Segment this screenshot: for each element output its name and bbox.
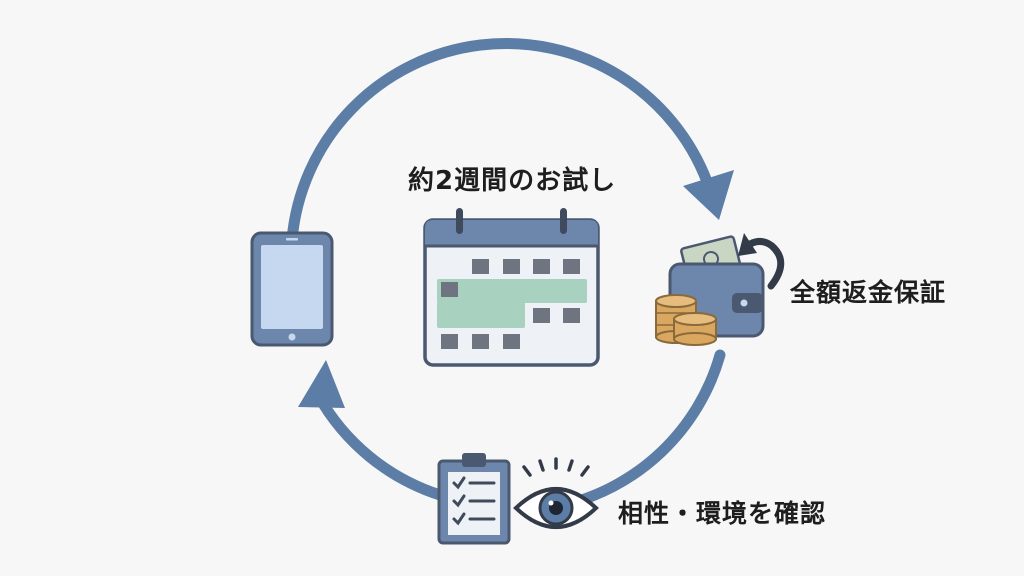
calendar-highlight-band [437,279,587,303]
tablet-icon [250,231,334,347]
clipboard-checklist-icon [437,453,511,545]
cycle-arc-left [312,389,446,501]
cycle-arrowhead-top-right [683,170,734,220]
cycle-arc-right [554,349,726,512]
calendar-highlight-band [437,302,525,328]
refund-guarantee-label: 全額返金保証 [790,278,947,307]
cycle-arc-top [286,38,716,246]
cycle-arrowhead-bottom-left [298,360,345,408]
coin-stack-icon [655,294,717,346]
eye-icon [513,457,599,529]
cycle-ring [286,38,734,512]
trial-label: 約2週間のお試し [408,166,617,196]
compatibility-check-label: 相性・環境を確認 [618,499,827,528]
calendar-icon [423,208,600,367]
return-arrow-icon [738,233,785,290]
